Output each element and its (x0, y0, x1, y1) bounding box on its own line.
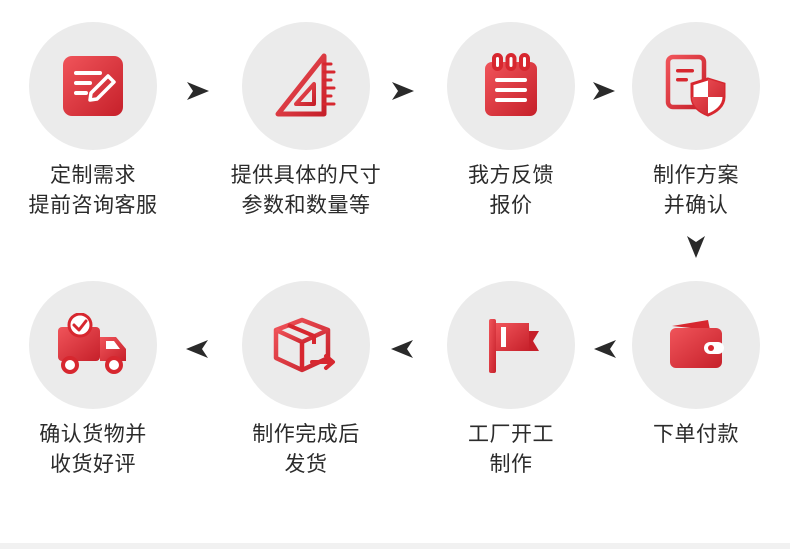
step-8-circle (29, 281, 157, 409)
delivery-truck-check-icon (58, 313, 126, 374)
bottom-divider (0, 543, 790, 549)
step-2-label-line2: 参数和数量等 (241, 193, 371, 217)
step-7-label-line2: 发货 (284, 452, 328, 476)
step-2-provide-specs: 提供具体的尺寸 参数和数量等 (206, 22, 406, 262)
step-6-circle (447, 281, 575, 409)
step-1-label: 定制需求 提前咨询客服 (0, 160, 193, 220)
step-8-label: 确认货物并 收货好评 (0, 419, 193, 479)
step-1-custom-request: 定制需求 提前咨询客服 (0, 22, 193, 262)
arrow-right-icon (392, 82, 414, 100)
step-6-label: 工厂开工 制作 (411, 419, 611, 479)
step-1-label-line2: 提前咨询客服 (28, 193, 158, 217)
step-4-label-line1: 制作方案 (653, 163, 739, 187)
step-3-label-line1: 我方反馈 (468, 163, 554, 187)
step-4-label-line2: 并确认 (663, 193, 729, 217)
step-8-label-line1: 确认货物并 (39, 422, 147, 446)
step-7-circle (242, 281, 370, 409)
arrow-left-icon (186, 340, 208, 358)
step-7-label-line1: 制作完成后 (252, 422, 360, 446)
step-5-pay: 下单付款 (596, 281, 790, 521)
step-3-label-line2: 报价 (489, 193, 533, 217)
step-6-production: 工厂开工 制作 (411, 281, 611, 521)
edit-note-icon (63, 56, 123, 116)
step-3-quote: 我方反馈 报价 (411, 22, 611, 262)
step-4-circle (632, 22, 760, 150)
flag-icon (489, 319, 539, 373)
wallet-icon (670, 320, 724, 368)
step-6-label-line1: 工厂开工 (468, 422, 554, 446)
step-3-circle (447, 22, 575, 150)
step-2-label: 提供具体的尺寸 参数和数量等 (206, 160, 406, 220)
step-5-label-line1: 下单付款 (653, 422, 739, 446)
notepad-icon (485, 53, 537, 116)
step-2-label-line1: 提供具体的尺寸 (230, 163, 382, 187)
step-5-circle (632, 281, 760, 409)
step-7-label: 制作完成后 发货 (206, 419, 406, 479)
arrow-left-icon (391, 340, 413, 358)
arrow-left-icon (594, 340, 616, 358)
step-7-shipping: 制作完成后 发货 (206, 281, 406, 521)
step-6-label-line2: 制作 (489, 452, 533, 476)
arrow-right-icon (187, 82, 209, 100)
step-1-circle (29, 22, 157, 150)
step-8-receive-review: 确认货物并 收货好评 (0, 281, 193, 521)
step-1-label-line1: 定制需求 (50, 163, 136, 187)
step-4-label: 制作方案 并确认 (596, 160, 790, 220)
arrow-down-icon (687, 236, 705, 258)
step-5-label: 下单付款 (596, 419, 790, 449)
arrow-right-icon (593, 82, 615, 100)
step-2-circle (242, 22, 370, 150)
triangle-ruler-icon (275, 53, 336, 117)
box-shipping-icon (273, 317, 335, 373)
step-3-label: 我方反馈 报价 (411, 160, 611, 220)
step-8-label-line2: 收货好评 (50, 452, 136, 476)
document-shield-icon (665, 54, 726, 117)
step-4-plan-confirm: 制作方案 并确认 (596, 22, 790, 262)
